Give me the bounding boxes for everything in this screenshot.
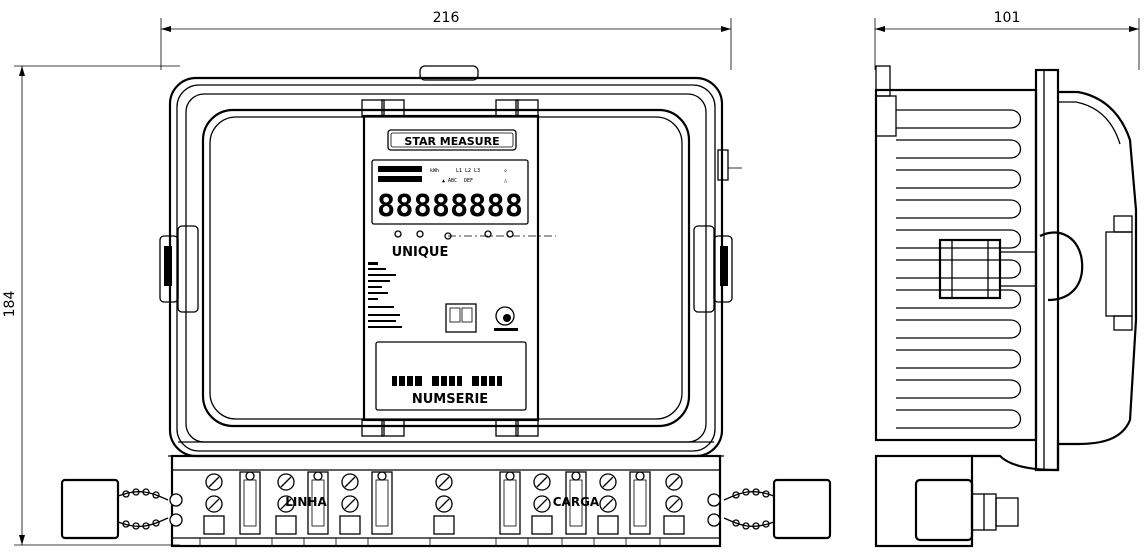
spec-text-block [368, 262, 402, 328]
lcd-digits: 88888888 [377, 189, 523, 224]
brand-label: STAR MEASURE [404, 135, 499, 148]
side-view [874, 65, 1138, 548]
serial-area [375, 341, 527, 411]
serial-barcodes [392, 376, 502, 386]
svg-text:kWh: kWh [430, 168, 439, 174]
left-seal [60, 478, 183, 540]
dimension-front-width: 216 [160, 10, 732, 70]
dimension-front-width-label: 216 [433, 10, 460, 26]
svg-text:DEF: DEF [464, 178, 473, 184]
dimension-height-label: 184 [2, 291, 18, 318]
dimension-height: 184 [2, 65, 180, 546]
lcd-display [371, 159, 529, 225]
svg-text:▲ ABC: ▲ ABC [442, 178, 457, 184]
svg-text:L1 L2 L3: L1 L2 L3 [456, 168, 480, 174]
serial-label: NUMSERIE [412, 392, 488, 407]
side-fins [896, 109, 1022, 429]
terminal-screws [199, 471, 685, 546]
meter-module [362, 114, 540, 422]
svg-text:△: △ [504, 178, 507, 184]
right-seal [707, 478, 832, 540]
terminal-left-label: LINHA [285, 495, 327, 509]
front-view: STAR MEASURE kWh L1 L2 L3 ▲ ABC DEF ◇ △ … [60, 65, 832, 548]
model-label: UNIQUE [392, 245, 449, 260]
dimension-side-width-label: 101 [994, 10, 1021, 26]
dimension-side-width: 101 [874, 10, 1140, 70]
terminal-right-label: CARGA [553, 495, 600, 509]
svg-text:◇: ◇ [504, 168, 507, 174]
